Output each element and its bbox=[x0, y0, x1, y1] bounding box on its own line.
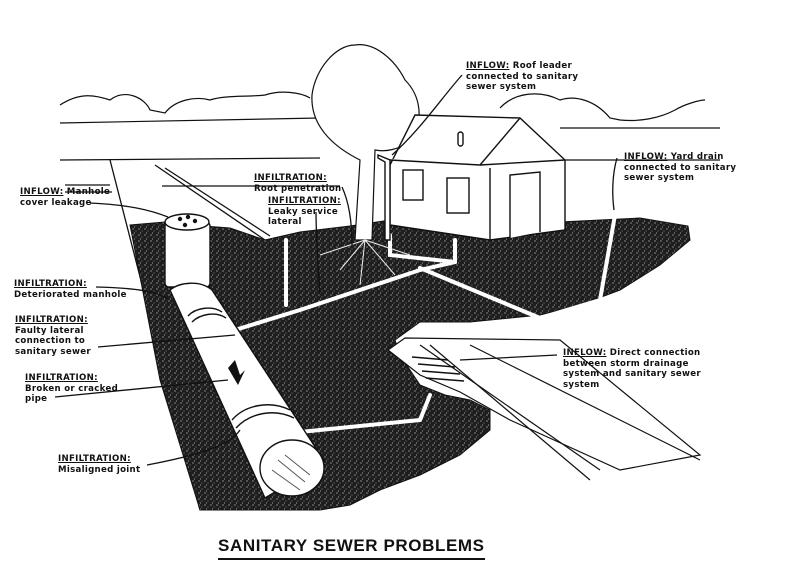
label-leaky-lateral: INFILTRATION: Leaky service lateral bbox=[268, 196, 341, 227]
diagram-title: SANITARY SEWER PROBLEMS bbox=[218, 536, 485, 560]
label-misaligned-joint: INFILTRATION: Misaligned joint bbox=[58, 454, 141, 475]
pipe-crack bbox=[228, 360, 245, 385]
label-faulty-lateral: INFILTRATION: Faulty lateral connection … bbox=[15, 315, 91, 357]
leader-lines bbox=[54, 74, 618, 466]
label-storm-connection: INFLOW: Direct connection between storm … bbox=[563, 348, 701, 390]
lateral-pipes bbox=[233, 213, 617, 434]
tree-roots bbox=[319, 239, 411, 286]
storm-grate bbox=[411, 356, 465, 382]
house bbox=[377, 114, 566, 241]
storm-street bbox=[386, 337, 702, 471]
label-deteriorated-manhole: INFILTRATION: Deteriorated manhole bbox=[14, 279, 127, 300]
label-yard-drain: INFLOW: Yard drain connected to sanitary… bbox=[624, 152, 737, 183]
label-broken-pipe: INFILTRATION: Broken or cracked pipe bbox=[25, 373, 119, 404]
label-root-penetration: INFILTRATION: Root penetration bbox=[254, 173, 342, 194]
label-manhole-cover: INFLOW: Manhole cover leakage bbox=[20, 187, 111, 208]
label-roof-leader: INFLOW: Roof leader connected to sanitar… bbox=[466, 61, 579, 92]
background-hills bbox=[59, 91, 720, 161]
